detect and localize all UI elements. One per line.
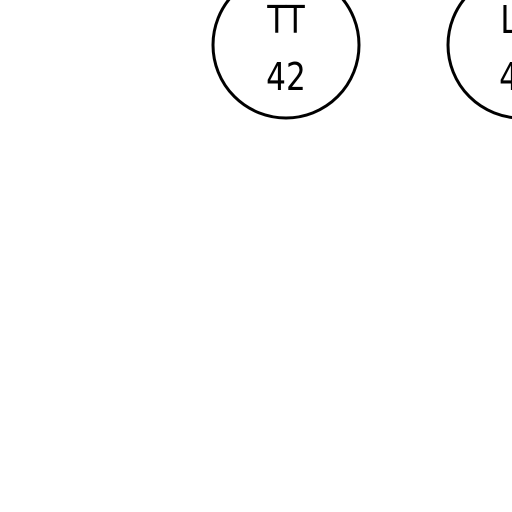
instrument-tag-letters: L (500, 0, 512, 43)
instrument-bubble-tt-42: TT 42 (211, 0, 361, 120)
instrument-loop-number: 42 (266, 56, 306, 100)
instrument-bubble-ring (446, 0, 512, 119)
instrument-bubble-ring (211, 0, 361, 120)
instrument-tag-letters: TT (266, 0, 305, 43)
instrument-loop-number: 4 (499, 56, 512, 100)
instrument-bubble-l-4: L 4 (446, 0, 512, 119)
